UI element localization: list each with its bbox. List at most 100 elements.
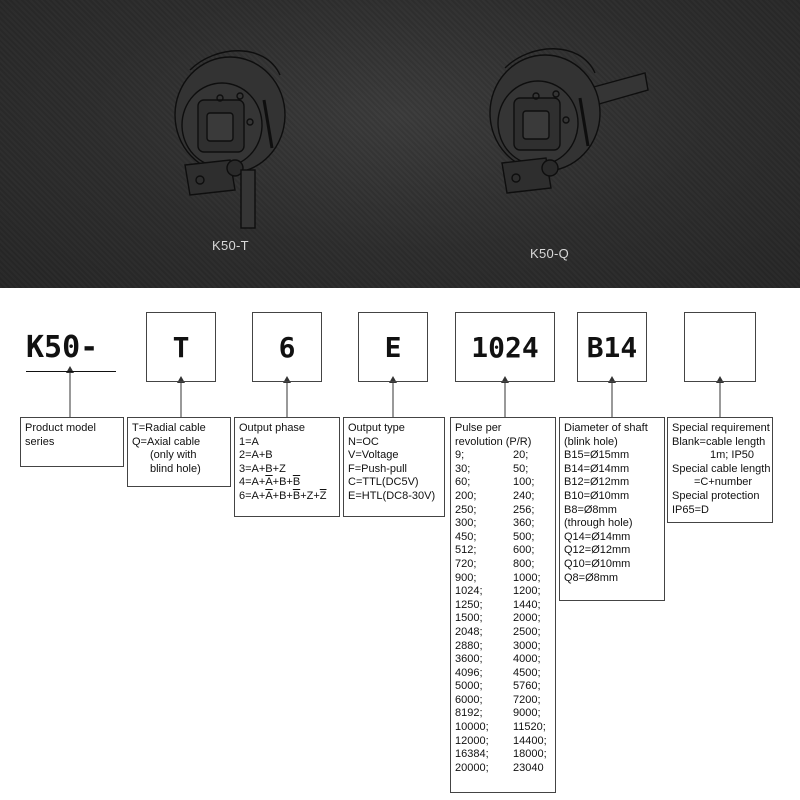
desc-line: Q12=Ø12mm [564, 544, 631, 557]
pulse-value: 5000; [455, 680, 483, 693]
pulse-value: 3000; [513, 639, 541, 652]
code-box-pulse: 1024 [455, 312, 555, 382]
desc-line: E=HTL(DC8-30V) [348, 489, 436, 502]
pulse-value: 9000; [513, 707, 541, 720]
phase-item-6: 6=A+A+B+B+Z+Z [239, 489, 327, 502]
desc-line: T=Radial cable [132, 422, 206, 434]
pulse-value: 200; [455, 489, 477, 502]
pulse-value: 512; [455, 544, 477, 557]
desc-line: 3=A+B+Z [239, 462, 286, 475]
desc-line: revolution (P/R) [455, 435, 532, 448]
pulse-value: 300; [455, 517, 477, 530]
desc-pulse-per-revolution: Pulse per revolution (P/R) 9; 20; 30; 50; 60… [450, 417, 556, 793]
pulse-value: 4000; [513, 653, 541, 666]
pulse-value: 16384; [455, 748, 489, 761]
pulse-value: 240; [513, 489, 535, 502]
desc-output-phase: Output phase 1=A 2=A+B 3=A+B+Z 4=A+A+B+B… [234, 417, 340, 517]
desc-cable: T=Radial cable Q=Axial cable (only with … [127, 417, 231, 487]
pulse-value: 3600; [455, 653, 483, 666]
desc-line: (blink hole) [564, 435, 618, 448]
pulse-value: 1024; [455, 585, 483, 598]
pulse-value: 14400; [513, 734, 547, 747]
pulse-value: 5760; [513, 680, 541, 693]
pulse-value: 256; [513, 503, 535, 516]
desc-shaft-diameter: Diameter of shaft (blink hole) B15=Ø15mm… [559, 417, 665, 601]
pulse-value: 4096; [455, 666, 483, 679]
pulse-value: 9; [455, 449, 465, 462]
product-photo-band: K50-T K50-Q [0, 0, 800, 288]
desc-line: Pulse per [455, 422, 502, 434]
pulse-value: 30; [455, 462, 471, 475]
code-box-output-type: E [358, 312, 428, 382]
code-box-phase: 6 [252, 312, 322, 382]
pulse-value: 2000; [513, 612, 541, 625]
desc-line: IP65=D [672, 503, 709, 516]
pulse-value: 2500; [513, 625, 541, 638]
encoder-k50-q-drawing [489, 48, 649, 194]
desc-line: Output type [348, 422, 405, 434]
pulse-value: 1440; [513, 598, 541, 611]
pulse-value: 250; [455, 503, 477, 516]
desc-line: (through hole) [564, 517, 633, 530]
pulse-value: 1000; [513, 571, 541, 584]
desc-output-type: Output type N=OC V=Voltage F=Push-pull C… [343, 417, 445, 517]
pulse-value: 500; [513, 530, 535, 543]
code-box-shaft: B14 [577, 312, 647, 382]
pulse-value: 1500; [455, 612, 483, 625]
pulse-value: 100; [513, 476, 535, 489]
desc-line: B12=Ø12mm [564, 476, 630, 489]
model-code-prefix: K50- [26, 330, 99, 365]
desc-special-requirement: Special requirement Blank=cable length 1… [667, 417, 773, 523]
desc-line: 1=A [239, 435, 259, 448]
phase-item-4: 4=A+A+B+B [239, 476, 301, 489]
code-box-cable: T [146, 312, 216, 382]
pulse-value: 720; [455, 557, 477, 570]
desc-line: Blank=cable length [672, 435, 766, 448]
desc-product-series: Product model series [20, 417, 124, 467]
pulse-value: 11520; [513, 721, 546, 734]
desc-line: B10=Ø10mm [564, 489, 630, 502]
desc-line: F=Push-pull [348, 462, 408, 475]
desc-line: series [25, 435, 55, 448]
pulse-value: 50; [513, 462, 529, 475]
desc-line: (only with [150, 449, 197, 462]
pulse-value: 600; [513, 544, 535, 557]
caption-k50-q: K50-Q [530, 246, 570, 261]
pulse-value: 1250; [455, 598, 483, 611]
desc-line: Product model [25, 422, 96, 434]
pulse-value: 18000; [513, 748, 547, 761]
pulse-value: 23040 [513, 761, 544, 774]
desc-line: Q14=Ø14mm [564, 530, 631, 543]
desc-line: Q8=Ø8mm [564, 571, 619, 584]
pulse-value: 2048; [455, 625, 483, 638]
desc-line: B15=Ø15mm [564, 449, 630, 462]
desc-line: blind hole) [150, 462, 201, 475]
pulse-value: 360; [513, 517, 535, 530]
desc-line: Q10=Ø10mm [564, 557, 631, 570]
pulse-value: 10000; [455, 721, 489, 734]
desc-line: Special protection [672, 489, 760, 502]
desc-line: Diameter of shaft [564, 422, 648, 434]
desc-line: 2=A+B [239, 449, 273, 462]
pulse-value: 1200; [513, 585, 541, 598]
desc-line: Special requirement [672, 422, 770, 434]
prefix-underline [26, 371, 116, 372]
pulse-value: 60; [455, 476, 471, 489]
pulse-value: 20; [513, 449, 529, 462]
encoder-k50-t-drawing [174, 50, 286, 229]
desc-line: =C+number [694, 476, 753, 489]
desc-line: Q=Axial cable [132, 435, 201, 448]
code-box-special [684, 312, 756, 382]
pulse-value: 7200; [513, 693, 541, 706]
pulse-value: 6000; [455, 693, 483, 706]
pulse-value: 900; [455, 571, 477, 584]
pulse-value: 2880; [455, 639, 483, 652]
desc-line: V=Voltage [348, 449, 399, 462]
pulse-value: 12000; [455, 734, 489, 747]
desc-line: Special cable length [672, 462, 771, 475]
desc-line: B8=Ø8mm [564, 503, 617, 516]
pulse-value: 800; [513, 557, 535, 570]
desc-line: 1m; IP50 [710, 449, 755, 462]
pulse-value: 20000; [455, 761, 489, 774]
